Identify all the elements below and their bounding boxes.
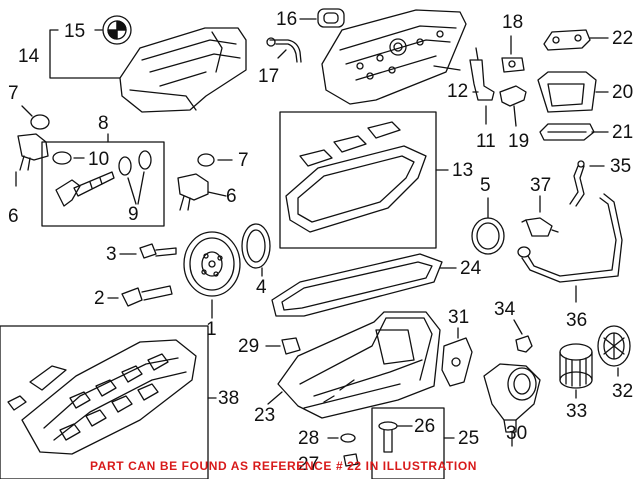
bmw-emblem — [102, 15, 132, 45]
callout-16: 16 — [276, 9, 298, 30]
callout-4: 4 — [256, 277, 267, 298]
callout-23: 23 — [254, 405, 276, 426]
callout-19: 19 — [508, 131, 530, 152]
leader-19 — [513, 105, 517, 127]
breather-hose — [266, 37, 302, 63]
callout-9: 9 — [128, 204, 139, 225]
callout-38: 38 — [218, 388, 240, 409]
part-35-line — [569, 160, 585, 207]
part-34-valve — [515, 335, 533, 353]
part-26-drain-plug — [378, 421, 398, 453]
part-22-bracket — [543, 29, 591, 51]
part-9-seal-a — [118, 156, 132, 176]
callout-17: 17 — [258, 66, 280, 87]
part-13-gaskets — [285, 121, 427, 233]
callout-11: 11 — [476, 131, 496, 152]
part-5-seal — [471, 217, 505, 255]
part-18-gasket — [501, 57, 525, 73]
part-24-gasket — [271, 253, 443, 317]
callout-3: 3 — [106, 244, 117, 265]
oil-cap-seal — [317, 8, 345, 28]
part-29-plug — [281, 337, 301, 355]
part-2-bolt — [121, 285, 173, 307]
callout-22: 22 — [612, 28, 634, 49]
part-32-filter-cap — [597, 325, 631, 367]
part-20-oil-pan — [537, 71, 597, 113]
leader-7a — [21, 105, 33, 117]
callout-24: 24 — [460, 258, 482, 279]
callout-25: 25 — [458, 428, 480, 449]
part-21-gasket — [539, 123, 595, 141]
callout-1: 1 — [206, 319, 217, 340]
leader-9 — [127, 171, 145, 205]
part-25-group-box — [371, 407, 445, 479]
callout-36: 36 — [566, 310, 588, 331]
callout-31: 31 — [448, 307, 470, 328]
callout-8: 8 — [98, 113, 109, 134]
callout-29: 29 — [238, 336, 260, 357]
callout-5: 5 — [480, 175, 491, 196]
part-31-bracket — [441, 337, 473, 387]
part-30-filter-housing — [483, 363, 541, 433]
valve-cover — [321, 9, 467, 105]
callout-2: 2 — [94, 288, 105, 309]
part-1-pulley — [183, 231, 241, 297]
leader-34 — [513, 319, 523, 335]
part-38-gasket — [7, 395, 27, 411]
callout-15: 15 — [64, 21, 86, 42]
leader-6b — [207, 191, 227, 197]
engine-cover — [119, 27, 247, 113]
callout-14: 14 — [18, 46, 40, 67]
part-27-plug — [343, 453, 359, 467]
part-36-tube — [517, 193, 623, 283]
callout-7a: 7 — [8, 83, 19, 104]
part-7-oring-left — [30, 114, 50, 130]
callout-35: 35 — [610, 156, 632, 177]
reference-notice: PART CAN BE FOUND AS REFERENCE # 22 IN I… — [90, 459, 478, 473]
leader-14 — [49, 29, 125, 79]
part-10-oring — [52, 151, 72, 165]
part-33-oil-filter — [559, 343, 593, 389]
part-37-fitting — [521, 217, 559, 237]
callout-18: 18 — [502, 12, 524, 33]
callout-30: 30 — [506, 423, 528, 444]
callout-12: 12 — [447, 81, 469, 102]
callout-21: 21 — [612, 122, 634, 143]
callout-28: 28 — [298, 428, 320, 449]
callout-32: 32 — [612, 381, 634, 402]
part-12-sensor — [469, 47, 495, 101]
part-9-seal-b — [138, 150, 152, 170]
leader-valve-cover — [433, 65, 461, 71]
part-23-oil-pan — [277, 311, 441, 419]
part-13-group-box — [279, 111, 437, 249]
part-38-intake-manifold — [21, 339, 197, 455]
part-6-sensor-left — [17, 133, 49, 171]
part-3-bolt — [139, 243, 177, 259]
part-19-bracket — [499, 85, 527, 107]
callout-6a: 6 — [8, 206, 19, 227]
callout-33: 33 — [566, 401, 588, 422]
callout-20: 20 — [612, 82, 634, 103]
leader-17 — [277, 49, 287, 59]
part-4-seal — [241, 223, 271, 269]
callout-10: 10 — [88, 149, 110, 170]
leader-23 — [267, 391, 283, 405]
callout-13: 13 — [452, 160, 474, 181]
part-6-sensor-right — [177, 173, 209, 211]
part-28-washer — [340, 433, 356, 443]
callout-7b: 7 — [238, 150, 249, 171]
callout-37: 37 — [530, 175, 552, 196]
callout-34: 34 — [494, 299, 516, 320]
part-8-solenoid — [55, 171, 115, 207]
part-8-group-box — [41, 141, 165, 227]
callout-27: 27 — [298, 454, 320, 475]
callout-26: 26 — [414, 416, 436, 437]
part-38-group-box — [0, 325, 209, 479]
part-7-oring-right — [197, 153, 215, 167]
callout-6b: 6 — [226, 186, 237, 207]
